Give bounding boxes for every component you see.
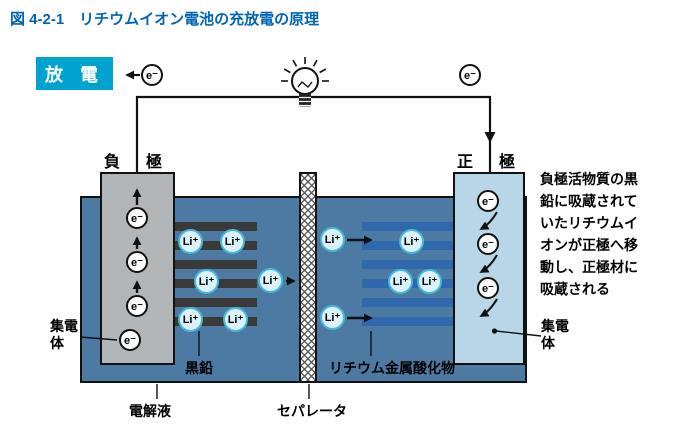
mode-badge: 放 電 xyxy=(36,57,113,90)
lithium-metal-oxide-label: リチウム金属酸化物 xyxy=(329,360,455,376)
figure-title: 図 4-2-1 リチウムイオン電池の充放電の原理 xyxy=(10,11,320,28)
oxide-layer-bar xyxy=(362,317,457,326)
lithium-ion-badge: Li⁺ xyxy=(399,229,424,254)
oxide-layer-bar xyxy=(362,298,457,307)
current-collector-label-left: 集電 体 xyxy=(50,318,78,351)
graphite-layer-bar xyxy=(173,241,257,250)
electron-badge: e⁻ xyxy=(126,295,148,317)
current-collector-label-right: 集電 体 xyxy=(541,318,569,351)
lithium-ion-badge: Li⁺ xyxy=(258,268,283,293)
electrolyte-label: 電解液 xyxy=(129,403,171,419)
separator-strip xyxy=(299,172,317,383)
lithium-ion-badge: Li⁺ xyxy=(194,269,219,294)
lithium-ion-badge: Li⁺ xyxy=(178,307,203,332)
graphite-layer-bar xyxy=(173,222,257,231)
lithium-ion-badge: Li⁺ xyxy=(320,305,345,330)
electron-badge: e⁻ xyxy=(126,207,148,229)
graphite-layer-bar xyxy=(173,260,257,269)
circuit-wire xyxy=(135,95,492,172)
graphite-label: 黒鉛 xyxy=(185,360,213,376)
electron-badge: e⁻ xyxy=(477,277,499,299)
lithium-ion-badge: Li⁺ xyxy=(223,307,248,332)
electron-flow-down-arrow xyxy=(484,132,496,143)
lithium-ion-badge: Li⁺ xyxy=(320,227,345,252)
negative-electrode-label: 負 極 xyxy=(104,154,168,171)
lithium-ion-badge: Li⁺ xyxy=(417,269,442,294)
graphite-layer-bar xyxy=(173,317,257,326)
graphite-layer-bar xyxy=(173,298,257,307)
oxide-layer-bar xyxy=(362,222,457,231)
separator-label: セパレータ xyxy=(277,403,347,419)
lithium-ion-badge: Li⁺ xyxy=(220,229,245,254)
electron-badge-wire-left: e⁻ xyxy=(141,64,163,86)
lithium-ion-badge: Li⁺ xyxy=(388,269,413,294)
light-bulb-icon xyxy=(281,57,329,107)
oxide-layer-bar xyxy=(362,260,457,269)
lithium-ion-badge: Li⁺ xyxy=(178,229,203,254)
discharge-annotation: 負極活物質の黒 鉛に吸蔵されて いたリチウムイ オンが正極へ移 動し、正極材に … xyxy=(540,171,638,297)
electron-badge: e⁻ xyxy=(119,329,141,351)
electron-badge: e⁻ xyxy=(477,233,499,255)
electron-badge-wire-right: e⁻ xyxy=(459,64,481,86)
electron-badge: e⁻ xyxy=(126,251,148,273)
electron-badge: e⁻ xyxy=(477,190,499,212)
positive-electrode-label: 正 極 xyxy=(457,154,521,171)
